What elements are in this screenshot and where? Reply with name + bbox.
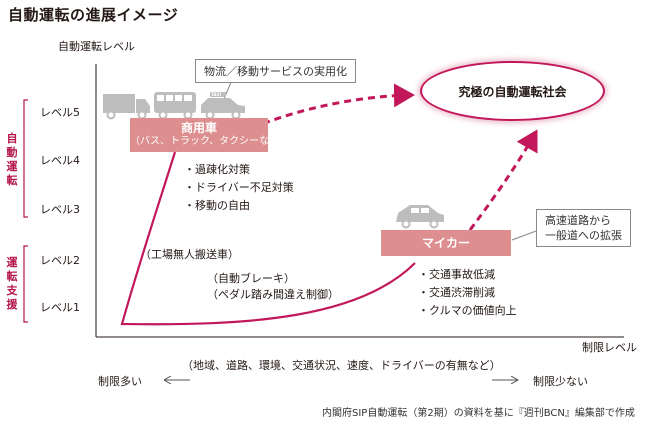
level-4-label: レベル4 xyxy=(40,154,80,167)
private-bullets: ・交通事故低減 ・交通渋滞削減 ・クルマの価値向上 xyxy=(418,266,517,320)
source-note: 内閣府SIP自動運転（第2期）の資料を基に『週刊BCN』編集部で作成 xyxy=(322,408,635,419)
private-callout-leader xyxy=(511,230,537,241)
commercial-badge: 商用車 （バス、トラック、タクシーなど） xyxy=(130,118,290,152)
private-callout: 高速道路から 一般道への拡張 xyxy=(536,209,631,247)
level-5-label: レベル5 xyxy=(40,106,80,119)
pedal-control-note: （ペダル踏み間違え制御） xyxy=(207,288,339,301)
truck-icon xyxy=(103,94,150,120)
assist-bracket xyxy=(23,245,28,323)
level-3-label: レベル3 xyxy=(40,203,80,216)
private-arrow xyxy=(468,129,538,231)
restriction-many-label: 制限多い xyxy=(98,375,142,388)
autonomous-bracket xyxy=(23,99,28,218)
y-axis-title: 自動運転レベル xyxy=(58,40,135,53)
private-bullet: ・クルマの価値向上 xyxy=(418,304,517,317)
progress-curve xyxy=(120,151,416,326)
private-car-badge: マイカー xyxy=(381,230,511,256)
taxi-icon xyxy=(201,92,245,120)
taxi-sign-text: TAXI xyxy=(211,92,222,97)
private-callout-line: 一般道への拡張 xyxy=(545,229,622,242)
autonomous-group-label: 自動運転 xyxy=(6,132,18,187)
x-axis-title: 制限レベル xyxy=(582,341,637,354)
bus-icon xyxy=(154,92,196,120)
auto-brake-note: （自動ブレーキ） xyxy=(207,272,295,285)
car-icon xyxy=(396,205,444,229)
commercial-bullets: ・過疎化対策 ・ドライバー不足対策 ・移動の自由 xyxy=(184,161,294,215)
assist-group-label: 運転支援 xyxy=(6,256,18,311)
level-2-label: レベル2 xyxy=(40,254,80,267)
commercial-bullet: ・ドライバー不足対策 xyxy=(184,181,294,194)
commercial-bullet: ・過疎化対策 xyxy=(184,163,250,176)
commercial-badge-title: 商用車 xyxy=(180,121,217,135)
goal-ellipse: 究極の自動運転社会 xyxy=(420,61,605,121)
commercial-bullet: ・移動の自由 xyxy=(184,199,250,212)
private-bullet: ・交通事故低減 xyxy=(418,268,495,281)
commercial-arrow xyxy=(251,83,415,130)
factory-agv-note: （工場無人搬送車） xyxy=(140,248,239,261)
commercial-callout: 物流／移動サービスの実用化 xyxy=(195,59,356,83)
private-bullet: ・交通渋滞削減 xyxy=(418,286,495,299)
diagram-title: 自動運転の進展イメージ xyxy=(8,6,179,24)
private-callout-line: 高速道路から xyxy=(545,214,611,227)
restriction-conditions: （地域、道路、環境、交通状況、速度、ドライバーの有無など） xyxy=(182,359,501,372)
level-1-label: レベル1 xyxy=(40,301,80,314)
commercial-badge-subtitle: （バス、トラック、タクシーなど） xyxy=(130,136,290,147)
restriction-few-label: 制限少ない xyxy=(533,375,588,388)
